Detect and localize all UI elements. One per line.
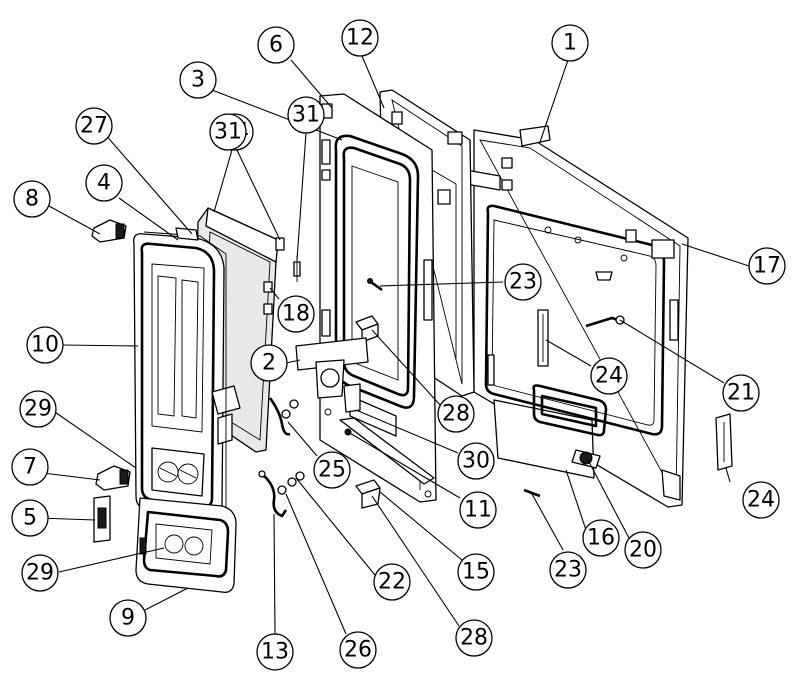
- callout-25: 25: [313, 451, 351, 489]
- svg-text:7: 7: [23, 455, 37, 480]
- svg-text:23: 23: [554, 558, 582, 583]
- callout-3: 3: [179, 61, 217, 99]
- part-28-lower-block: [355, 479, 381, 509]
- svg-text:5: 5: [23, 506, 37, 531]
- part-2-handle-bracket: [295, 337, 369, 413]
- svg-text:1: 1: [563, 31, 577, 56]
- callout-8: 8: [13, 180, 51, 218]
- svg-text:26: 26: [344, 638, 372, 663]
- callout-9: 9: [109, 599, 147, 637]
- svg-text:11: 11: [464, 498, 492, 523]
- callout-29-lower: 29: [21, 554, 59, 592]
- part-7-lower-hinge: [95, 465, 131, 491]
- svg-text:29: 29: [24, 397, 52, 422]
- svg-text:31: 31: [292, 103, 320, 128]
- callout-15: 15: [457, 553, 495, 591]
- callout-13: 13: [256, 633, 294, 671]
- svg-text:24: 24: [747, 488, 775, 513]
- svg-text:3: 3: [191, 68, 205, 93]
- callout-27: 27: [75, 107, 113, 145]
- part-4-gasket: [143, 227, 227, 508]
- svg-text:16: 16: [587, 526, 615, 551]
- callout-21: 21: [722, 374, 760, 412]
- part-22-nuts: [277, 399, 305, 495]
- part-8-top-hinge: [91, 219, 127, 243]
- part-24-bracket-outer: [715, 413, 733, 471]
- svg-text:25: 25: [318, 458, 346, 483]
- callout-24-outer: 24: [742, 481, 780, 519]
- svg-text:24: 24: [595, 364, 623, 389]
- part-5-latch-bracket: [93, 495, 111, 543]
- callout-11: 11: [459, 491, 497, 529]
- callout-12: 12: [341, 19, 379, 57]
- callout-5: 5: [11, 499, 49, 537]
- svg-text:10: 10: [31, 333, 59, 358]
- callout-17: 17: [748, 247, 786, 285]
- callout-16: 16: [582, 519, 620, 557]
- part-25-cable: [268, 397, 291, 436]
- callout-28-lower: 28: [455, 619, 493, 657]
- part-23-upper-pin: [367, 278, 383, 292]
- callout-24: 24: [590, 357, 628, 395]
- callout-balloons: 1 2 3 4 5 6 7 8 9 10 11 12 13 14 15 16 1…: [11, 19, 786, 671]
- callout-23-lower: 23: [549, 551, 587, 589]
- svg-text:23: 23: [509, 270, 537, 295]
- svg-text:6: 6: [269, 33, 283, 58]
- svg-text:29: 29: [26, 561, 54, 586]
- svg-text:28: 28: [460, 626, 488, 651]
- part-21-lever: [585, 315, 625, 328]
- callout-7: 7: [11, 448, 49, 486]
- callout-10: 10: [26, 326, 64, 364]
- callout-31: 31: [209, 113, 247, 151]
- callout-6: 6: [257, 26, 295, 64]
- part-13-cable: [258, 470, 288, 518]
- callout-22: 22: [373, 563, 411, 601]
- leader-lines: [37, 55, 750, 635]
- callout-26: 26: [339, 631, 377, 669]
- callout-31-right: 31: [287, 96, 325, 134]
- svg-text:31: 31: [214, 120, 242, 145]
- part-18-small-clips: [263, 281, 273, 315]
- callout-23: 23: [504, 263, 542, 301]
- part-24-bracket-inner: [537, 309, 549, 367]
- callout-20: 20: [624, 531, 662, 569]
- svg-text:4: 4: [97, 171, 111, 196]
- svg-text:12: 12: [346, 26, 374, 51]
- svg-text:8: 8: [25, 187, 39, 212]
- callout-28: 28: [437, 395, 475, 433]
- part-31-clips: [275, 237, 301, 282]
- part-23-lower-pin: [523, 488, 541, 498]
- callout-30: 30: [457, 442, 495, 480]
- svg-text:28: 28: [442, 402, 470, 427]
- svg-text:21: 21: [727, 381, 755, 406]
- callout-2: 2: [250, 344, 288, 382]
- svg-text:30: 30: [462, 449, 490, 474]
- part-16-lower-plate: [493, 384, 608, 479]
- callout-29: 29: [19, 390, 57, 428]
- svg-text:22: 22: [378, 570, 406, 595]
- svg-text:17: 17: [753, 254, 781, 279]
- svg-text:13: 13: [261, 640, 289, 665]
- svg-text:27: 27: [80, 114, 108, 139]
- svg-text:9: 9: [121, 606, 135, 631]
- callout-4: 4: [85, 164, 123, 202]
- part-9-handle-housing: [135, 497, 237, 593]
- svg-text:18: 18: [282, 302, 310, 327]
- callout-18: 18: [277, 295, 315, 333]
- svg-text:15: 15: [462, 560, 490, 585]
- svg-text:20: 20: [629, 538, 657, 563]
- callout-1: 1: [551, 24, 589, 62]
- svg-text:2: 2: [262, 351, 276, 376]
